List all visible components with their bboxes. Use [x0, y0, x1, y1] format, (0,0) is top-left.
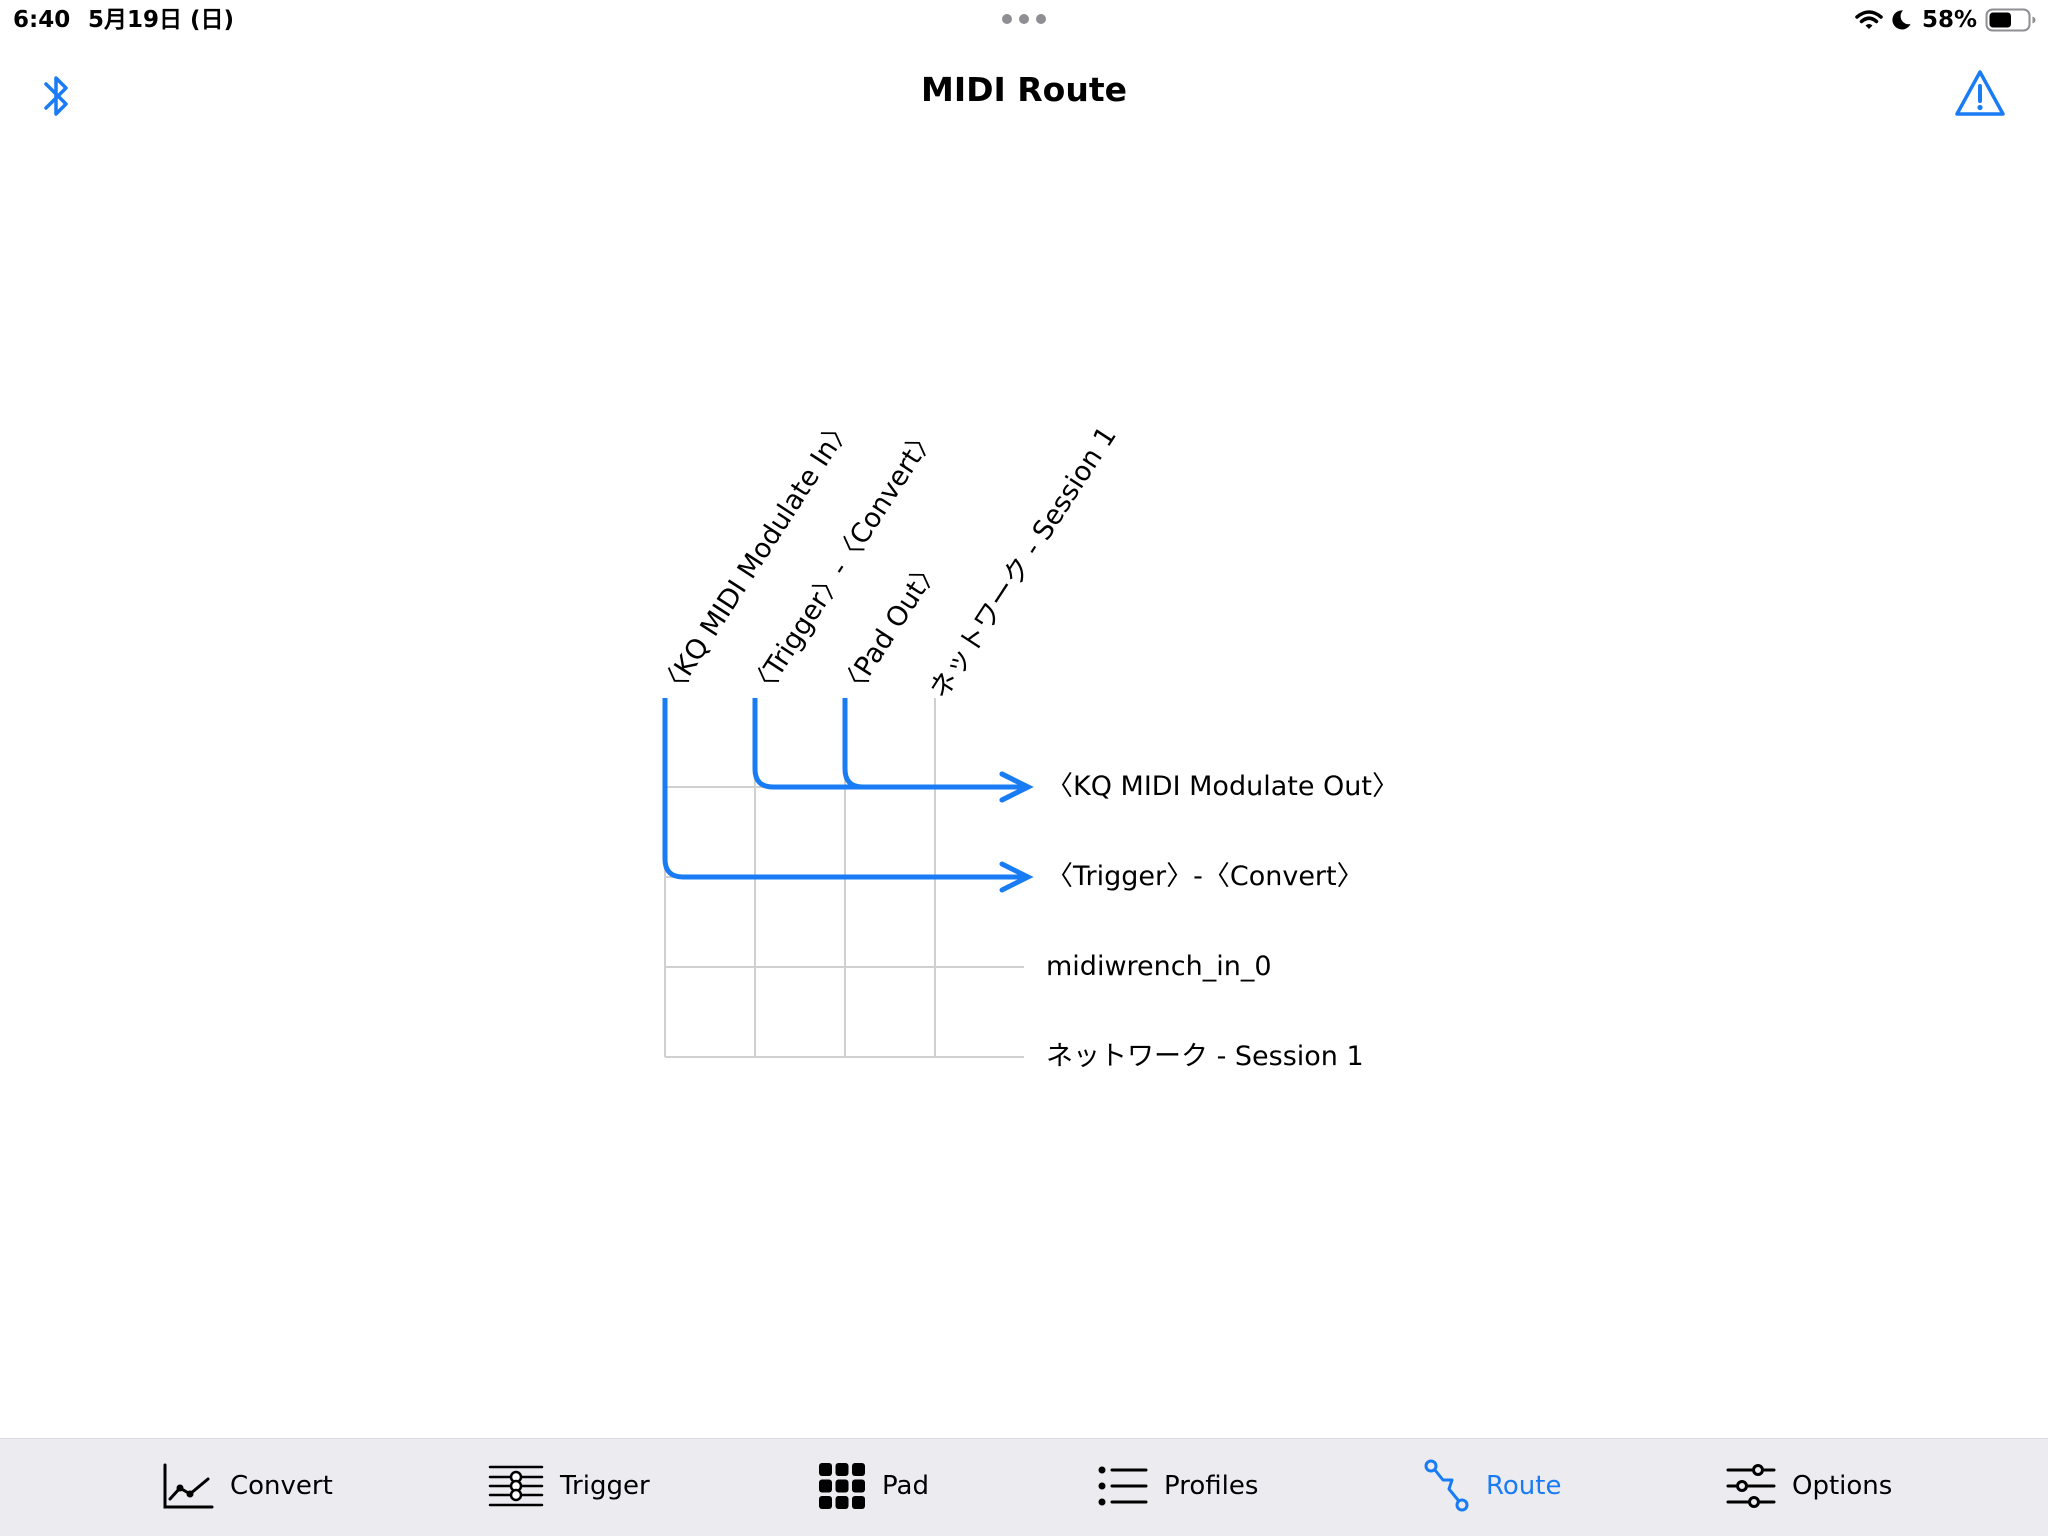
status-date: 5月19日 (日)	[88, 7, 235, 33]
multitasking-dots-icon[interactable]	[1002, 14, 1046, 26]
tab-profiles-label: Profiles	[1164, 1471, 1259, 1501]
warning-icon	[1955, 70, 2005, 116]
wifi-icon	[1855, 10, 1883, 29]
route-grid[interactable]	[0, 0, 2048, 1400]
destination-label: 〈Trigger〉-〈Convert〉	[1046, 861, 1364, 892]
route-connection-line	[752, 698, 1024, 790]
route-arrow-icon	[999, 771, 1034, 803]
grid-icon	[819, 1463, 865, 1509]
bluetooth-icon	[44, 76, 68, 116]
tab-profiles[interactable]: Profiles	[1098, 1461, 1258, 1511]
list-icon	[1098, 1466, 1148, 1506]
status-bar: 6:40 5月19日 (日) 58%	[0, 0, 2048, 40]
route-arrow-icon	[999, 861, 1034, 893]
sliders-icon	[1726, 1464, 1776, 1508]
battery-percent: 58%	[1922, 7, 1978, 33]
destination-label: 〈KQ MIDI Modulate Out〉	[1046, 771, 1399, 802]
battery-icon	[1985, 8, 2036, 32]
tab-route[interactable]: Route	[1424, 1459, 1562, 1512]
tab-trigger-label: Trigger	[560, 1471, 650, 1501]
tab-route-label: Route	[1486, 1471, 1562, 1501]
tab-bar: Convert Trigger	[0, 1438, 2048, 1536]
tab-trigger[interactable]: Trigger	[488, 1461, 650, 1511]
route-connection-line	[842, 698, 1024, 790]
bluetooth-button[interactable]	[36, 68, 76, 124]
chart-line-icon	[163, 1463, 214, 1509]
route-connection-line	[662, 698, 1024, 880]
tab-convert[interactable]: Convert	[162, 1461, 333, 1511]
route-matrix: 〈KQ MIDI Modulate In〉 〈Trigger〉-〈Convert…	[0, 0, 2048, 1400]
destination-label: ネットワーク - Session 1	[1046, 1041, 1364, 1072]
moon-icon	[1892, 10, 1911, 30]
status-time: 6:40	[13, 7, 71, 33]
tab-options-label: Options	[1792, 1471, 1893, 1501]
navigation-bar: MIDI Route	[0, 40, 2048, 140]
tab-options[interactable]: Options	[1726, 1461, 1892, 1511]
route-icon	[1424, 1459, 1469, 1512]
page-title: MIDI Route	[920, 70, 1127, 109]
tab-pad-label: Pad	[882, 1471, 929, 1501]
tab-convert-label: Convert	[230, 1471, 333, 1501]
warning-button[interactable]	[1952, 66, 2008, 122]
tab-pad[interactable]: Pad	[818, 1461, 929, 1511]
trigger-icon	[488, 1465, 544, 1507]
destination-label: midiwrench_in_0	[1046, 951, 1272, 982]
